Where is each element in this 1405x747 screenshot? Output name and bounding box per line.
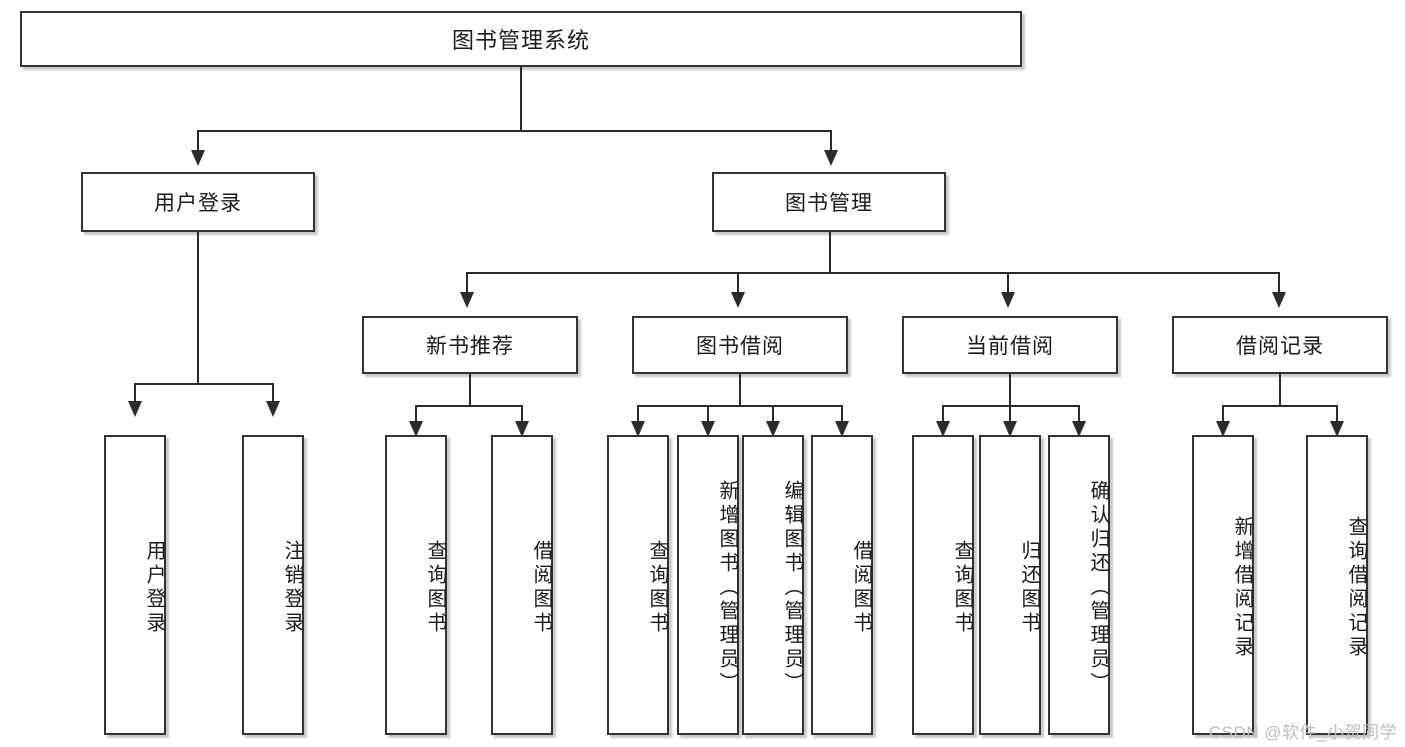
connector-new-book-down bbox=[469, 374, 471, 406]
arrowhead-br-leaf-2 bbox=[1330, 421, 1344, 437]
connector-drop-cb-leaf-1 bbox=[942, 405, 944, 423]
node-label: 查询图书 bbox=[951, 540, 973, 636]
connector-drop-book-borrow bbox=[737, 272, 739, 294]
node-label: 图书管理 bbox=[785, 192, 873, 215]
arrowhead-current-borrow bbox=[1001, 292, 1015, 308]
arrowhead-bb-leaf-4 bbox=[835, 421, 849, 437]
connector-borrow-record-down bbox=[1279, 374, 1281, 406]
connector-current-borrow-down bbox=[1009, 374, 1011, 406]
arrowhead-book-borrow bbox=[731, 292, 745, 308]
node-book-management[interactable]: 图书管理 bbox=[712, 172, 946, 232]
leaf-cb-confirm-return-admin[interactable]: 确认归还（管理员） bbox=[1048, 435, 1110, 735]
connector-bus-current-borrow-leaves bbox=[942, 405, 1080, 407]
leaf-bb-add-book-admin[interactable]: 新增图书（管理员） bbox=[677, 435, 739, 735]
leaf-bb-edit-book-admin[interactable]: 编辑图书（管理员） bbox=[742, 435, 804, 735]
node-label: 图书借阅 bbox=[696, 335, 784, 358]
arrowhead-cb-leaf-1 bbox=[936, 421, 950, 437]
connector-drop-nb-leaf-1 bbox=[415, 405, 417, 423]
connector-drop-new-book bbox=[466, 272, 468, 294]
node-root-book-management-system[interactable]: 图书管理系统 bbox=[20, 11, 1022, 67]
connector-book-borrow-down bbox=[739, 374, 741, 406]
connector-drop-leaf-user-login bbox=[134, 383, 136, 403]
leaf-cb-query-book[interactable]: 查询图书 bbox=[912, 435, 974, 735]
node-current-borrow[interactable]: 当前借阅 bbox=[902, 316, 1118, 374]
connector-bus-level2 bbox=[197, 130, 831, 132]
arrowhead-book-management bbox=[824, 150, 838, 166]
connector-root-down bbox=[520, 67, 522, 131]
node-label: 查询借阅记录 bbox=[1345, 516, 1367, 660]
leaf-br-query-record[interactable]: 查询借阅记录 bbox=[1306, 435, 1368, 735]
arrowhead-new-book bbox=[460, 292, 474, 308]
connector-drop-bb-leaf-4 bbox=[841, 405, 843, 423]
node-label: 确认归还（管理员） bbox=[1087, 480, 1109, 696]
connector-drop-br-leaf-1 bbox=[1222, 405, 1224, 423]
arrowhead-leaf-logout bbox=[266, 401, 280, 417]
arrowhead-cb-leaf-2 bbox=[1003, 421, 1017, 437]
node-label: 归还图书 bbox=[1018, 540, 1040, 636]
leaf-bb-query-book[interactable]: 查询图书 bbox=[607, 435, 669, 735]
connector-drop-cb-leaf-3 bbox=[1078, 405, 1080, 423]
connector-book-management-down bbox=[829, 232, 831, 274]
leaf-logout[interactable]: 注销登录 bbox=[242, 435, 304, 735]
connector-drop-cb-leaf-2 bbox=[1009, 405, 1011, 423]
leaf-user-login[interactable]: 用户登录 bbox=[104, 435, 166, 735]
node-label: 编辑图书（管理员） bbox=[781, 480, 803, 696]
connector-bus-book-borrow-leaves bbox=[637, 405, 843, 407]
node-new-book-recommend[interactable]: 新书推荐 bbox=[362, 316, 578, 374]
connector-drop-current-borrow bbox=[1007, 272, 1009, 294]
leaf-cb-return-book[interactable]: 归还图书 bbox=[979, 435, 1041, 735]
connector-bus-user-login-leaves bbox=[134, 383, 274, 385]
connector-drop-user-login bbox=[197, 130, 199, 152]
node-label: 图书管理系统 bbox=[451, 28, 590, 53]
node-label: 新增图书（管理员） bbox=[716, 480, 738, 696]
arrowhead-user-login bbox=[191, 150, 205, 166]
connector-drop-bb-leaf-1 bbox=[637, 405, 639, 423]
node-label: 当前借阅 bbox=[966, 335, 1054, 358]
leaf-bb-borrow-book[interactable]: 借阅图书 bbox=[811, 435, 873, 735]
connector-bus-borrow-record-leaves bbox=[1222, 405, 1338, 407]
connector-drop-borrow-record bbox=[1278, 272, 1280, 294]
arrowhead-nb-leaf-1 bbox=[409, 421, 423, 437]
watermark-text: CSDN @软件_小贺同学 bbox=[1208, 723, 1397, 742]
leaf-br-add-record[interactable]: 新增借阅记录 bbox=[1192, 435, 1254, 735]
connector-drop-book-management bbox=[830, 130, 832, 152]
node-label: 用户登录 bbox=[154, 192, 242, 215]
leaf-nb-borrow-book[interactable]: 借阅图书 bbox=[491, 435, 553, 735]
node-label: 查询图书 bbox=[646, 540, 668, 636]
leaf-nb-query-book[interactable]: 查询图书 bbox=[385, 435, 447, 735]
node-book-borrow[interactable]: 图书借阅 bbox=[632, 316, 848, 374]
node-label: 新书推荐 bbox=[426, 335, 514, 358]
connector-bus-new-book-leaves bbox=[415, 405, 523, 407]
arrowhead-nb-leaf-2 bbox=[515, 421, 529, 437]
connector-drop-bb-leaf-2 bbox=[707, 405, 709, 423]
node-label: 借阅图书 bbox=[850, 540, 872, 636]
connector-drop-leaf-logout bbox=[272, 383, 274, 403]
arrowhead-bb-leaf-3 bbox=[766, 421, 780, 437]
node-label: 借阅记录 bbox=[1236, 335, 1324, 358]
connector-user-login-down bbox=[197, 232, 199, 384]
connector-bus-level3 bbox=[466, 272, 1280, 274]
arrowhead-bb-leaf-1 bbox=[631, 421, 645, 437]
node-label: 借阅图书 bbox=[530, 540, 552, 636]
arrowhead-borrow-record bbox=[1272, 292, 1286, 308]
arrowhead-cb-leaf-3 bbox=[1072, 421, 1086, 437]
node-borrow-record[interactable]: 借阅记录 bbox=[1172, 316, 1388, 374]
arrowhead-bb-leaf-2 bbox=[701, 421, 715, 437]
connector-drop-bb-leaf-3 bbox=[772, 405, 774, 423]
arrowhead-leaf-user-login bbox=[128, 401, 142, 417]
node-user-login[interactable]: 用户登录 bbox=[81, 172, 315, 232]
node-label: 新增借阅记录 bbox=[1231, 516, 1253, 660]
node-label: 查询图书 bbox=[424, 540, 446, 636]
connector-drop-br-leaf-2 bbox=[1336, 405, 1338, 423]
node-label: 用户登录 bbox=[143, 540, 165, 636]
node-label: 注销登录 bbox=[281, 540, 303, 636]
arrowhead-br-leaf-1 bbox=[1216, 421, 1230, 437]
connector-drop-nb-leaf-2 bbox=[521, 405, 523, 423]
